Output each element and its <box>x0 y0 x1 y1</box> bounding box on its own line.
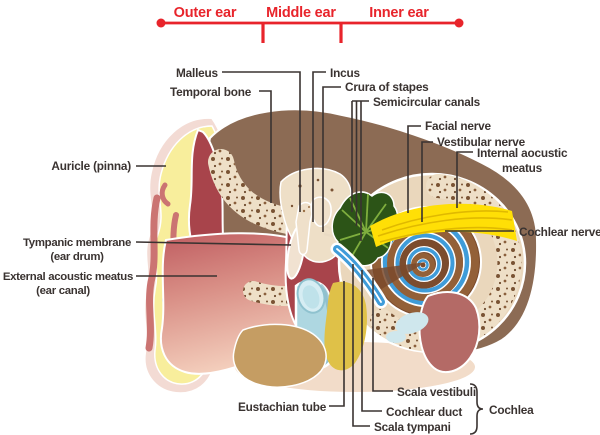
scale-endpoint-left <box>156 18 166 28</box>
label-external-meatus-2: (ear canal) <box>36 285 90 297</box>
leader-eustachian-tube <box>329 281 345 407</box>
soft-tissue-rose <box>418 291 481 374</box>
scale-endpoint-right <box>454 18 464 28</box>
label-tympanic-membrane-2: (ear drum) <box>50 251 104 263</box>
label-eustachian-tube: Eustachian tube <box>238 400 327 414</box>
region-header: Outer ear Middle ear Inner ear <box>156 5 464 43</box>
leader-scala-tympani <box>352 264 370 427</box>
leader-internal-meatus <box>456 151 473 208</box>
nerve-bundle <box>370 203 517 247</box>
label-internal-meatus-2: meatus <box>502 161 543 175</box>
malleus-bone <box>295 201 314 256</box>
mustard-tissue <box>324 281 367 371</box>
label-cochlear-duct: Cochlear duct <box>386 405 462 419</box>
pale-blue-patch-small <box>386 331 406 343</box>
label-scala-vestibuli: Scala vestibuli <box>397 385 476 399</box>
label-external-meatus-1: External acoustic meatus <box>3 271 133 283</box>
leader-incus <box>312 71 326 222</box>
leader-semicircular-canals <box>351 100 369 241</box>
leader-malleus <box>222 71 301 212</box>
leader-temporal-bone <box>259 90 272 203</box>
label-auricle: Auricle (pinna) <box>51 159 131 173</box>
leader-facial-nerve <box>407 125 421 213</box>
label-semicircular-canals: Semicircular canals <box>373 95 481 109</box>
label-internal-meatus-1: Internal aocustic <box>477 146 568 160</box>
label-crura-of-stapes: Crura of stapes <box>345 80 429 94</box>
tan-tissue <box>232 323 327 388</box>
leader-scala-vestibuli <box>372 278 393 392</box>
anatomy-labels: Malleus Temporal bone Incus Crura of sta… <box>3 66 600 434</box>
label-malleus: Malleus <box>176 66 219 80</box>
leader-lines <box>135 71 514 435</box>
section-label-inner-ear: Inner ear <box>369 5 429 21</box>
leader-crura-of-stapes <box>322 86 341 232</box>
label-incus: Incus <box>330 66 360 80</box>
section-label-middle-ear: Middle ear <box>266 5 336 21</box>
label-scala-tympani: Scala tympani <box>374 420 451 434</box>
cochlea-bracket <box>469 383 484 435</box>
cochlea-basal-turn <box>330 242 388 309</box>
label-tympanic-membrane-1: Tympanic membrane <box>23 237 131 249</box>
label-facial-nerve: Facial nerve <box>425 119 491 133</box>
pale-blue-patch <box>395 312 429 334</box>
label-cochlear-nerve: Cochlear nerve <box>519 225 600 239</box>
incus-bone <box>310 196 332 227</box>
label-cochlea: Cochlea <box>489 403 534 417</box>
ear-illustration <box>143 108 539 395</box>
section-label-outer-ear: Outer ear <box>174 5 237 21</box>
leader-cochlear-duct <box>361 270 382 412</box>
label-vestibular-nerve: Vestibular nerve <box>437 135 526 149</box>
leader-vestibular-nerve <box>421 141 433 222</box>
label-temporal-bone: Temporal bone <box>170 85 252 99</box>
leader-tympanic-membrane <box>135 241 292 246</box>
